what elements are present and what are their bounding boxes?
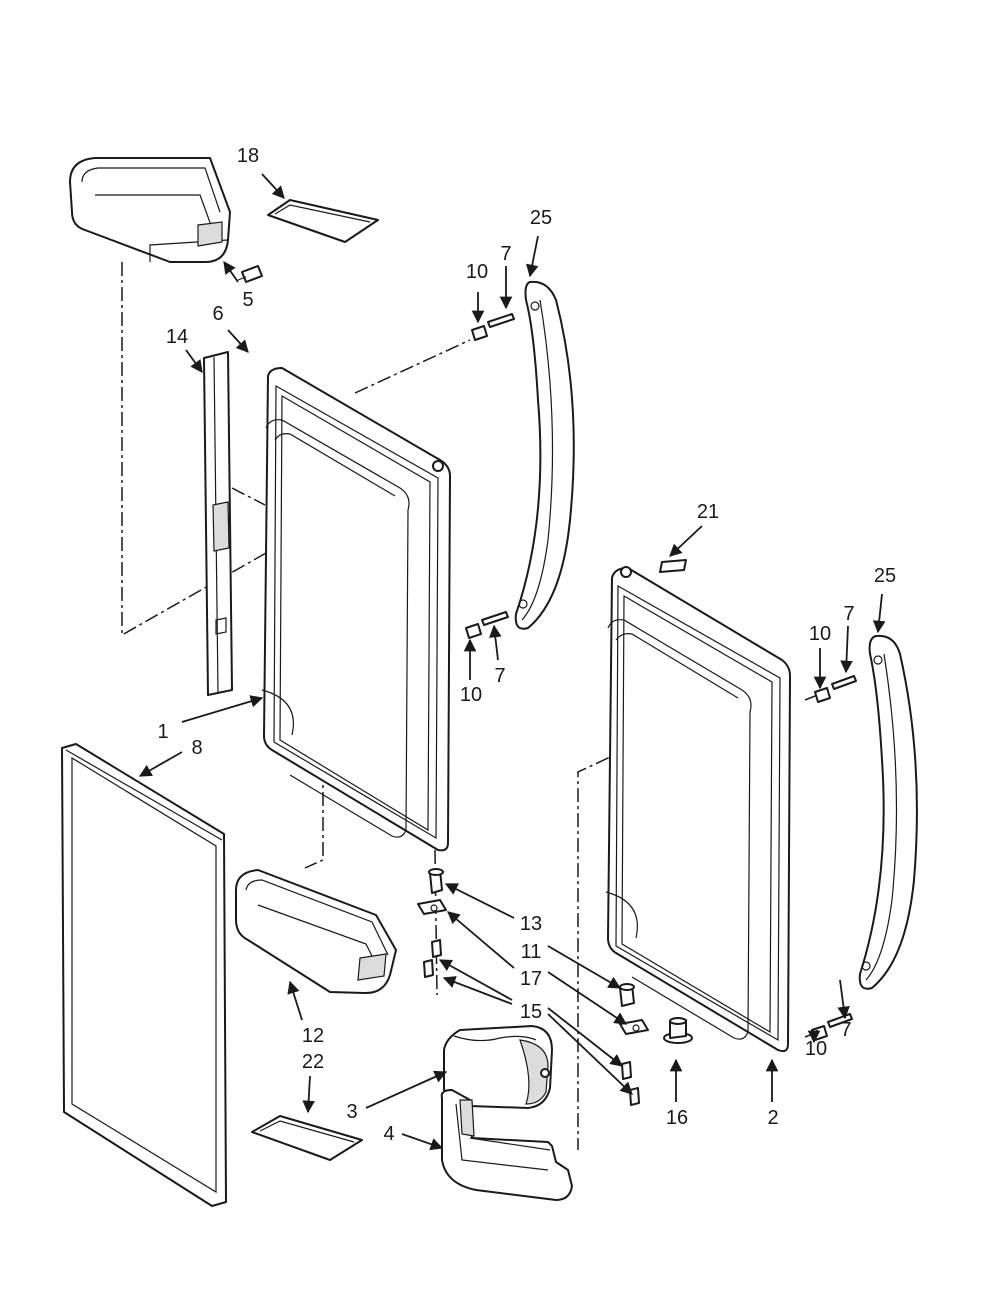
shelf-cover-lower bbox=[251, 1115, 363, 1161]
door-gasket bbox=[61, 743, 227, 1207]
shelf-cover-top bbox=[267, 199, 379, 243]
callout-8: 8 bbox=[191, 737, 202, 759]
callout-12: 12 bbox=[302, 1025, 324, 1047]
door-trim-strip bbox=[203, 351, 233, 696]
callout-1: 1 bbox=[157, 721, 168, 743]
dairy-door bbox=[443, 1025, 553, 1109]
callout-14: 14 bbox=[166, 326, 188, 348]
door-bin-lower bbox=[235, 869, 397, 995]
callout-17: 17 bbox=[520, 968, 542, 990]
callout-15: 15 bbox=[520, 1001, 542, 1023]
callout-10-lower-right: 10 bbox=[805, 1038, 827, 1060]
callout-25-left: 25 bbox=[530, 207, 552, 229]
callout-10-upper-left: 10 bbox=[466, 261, 488, 283]
fasteners-left-handle bbox=[465, 313, 515, 639]
callout-22: 22 bbox=[302, 1051, 324, 1073]
callout-10-upper-right: 10 bbox=[809, 623, 831, 645]
dairy-bin bbox=[440, 1089, 573, 1201]
callout-25-right: 25 bbox=[874, 565, 896, 587]
left-hinge-parts bbox=[417, 868, 447, 978]
callout-2: 2 bbox=[767, 1107, 778, 1129]
callout-18: 18 bbox=[237, 145, 259, 167]
right-door bbox=[605, 566, 791, 1053]
fasteners-right-handle bbox=[811, 675, 857, 1041]
callout-7-lower-right: 7 bbox=[840, 1019, 851, 1041]
callout-7-upper-right: 7 bbox=[843, 603, 854, 625]
callout-3: 3 bbox=[346, 1101, 357, 1123]
callout-10-lower-left: 10 bbox=[460, 684, 482, 706]
leader-lines bbox=[138, 173, 886, 1151]
callout-7-upper-left: 7 bbox=[500, 243, 511, 265]
label-part-21 bbox=[659, 559, 687, 573]
hinge-cap bbox=[663, 1017, 693, 1044]
callout-7-lower-left: 7 bbox=[494, 665, 505, 687]
callout-labels: 18 5 6 14 10 7 25 1 8 10 7 21 10 7 25 10… bbox=[157, 145, 896, 1145]
callout-6: 6 bbox=[212, 303, 223, 325]
callout-16: 16 bbox=[666, 1107, 688, 1129]
door-handle-left bbox=[514, 280, 575, 630]
callout-5: 5 bbox=[242, 289, 253, 311]
screw-part-6 bbox=[237, 265, 263, 283]
callout-13: 13 bbox=[520, 913, 542, 935]
right-hinge-parts bbox=[619, 983, 649, 1106]
left-door bbox=[261, 367, 451, 852]
callout-21: 21 bbox=[697, 501, 719, 523]
door-handle-right bbox=[858, 634, 918, 990]
door-bin-top bbox=[69, 157, 231, 263]
callout-11: 11 bbox=[521, 941, 542, 963]
callout-4: 4 bbox=[383, 1123, 394, 1145]
